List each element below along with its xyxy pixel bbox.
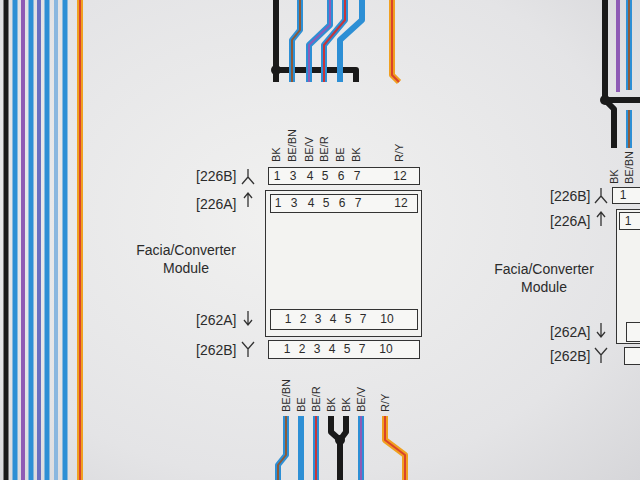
connector-label: [262A] [550, 324, 590, 340]
pin-number: 3 [315, 310, 322, 329]
wire-color-code: BK [269, 147, 283, 162]
pin-number: 1 [284, 341, 291, 358]
module-label: Facia/Converter Module [121, 241, 251, 277]
connector-label: [262B] [550, 348, 590, 364]
pin-number: 5 [345, 310, 352, 329]
wire-color-code: R/Y [392, 144, 406, 162]
pin-number: 5 [322, 168, 329, 184]
pin-number: 1 [285, 310, 292, 329]
pin-number: 7 [354, 168, 361, 184]
pin-number: 5 [344, 341, 351, 358]
wire-color-code: BE/BN [285, 129, 299, 162]
connector-pin-row: [226A]13456712 [270, 194, 418, 213]
wire-color-code: BE/R [309, 386, 323, 412]
wire-color-code: R/Y [378, 394, 392, 412]
pin-number: 12 [393, 168, 406, 184]
pin-number: 1 [274, 168, 281, 184]
connector-pin-row: [226A]1 [619, 212, 640, 230]
pin-number: 4 [308, 195, 315, 212]
connector-label: [226B] [550, 188, 590, 204]
pin-number: 7 [360, 310, 367, 329]
connector-label: [226B] [196, 168, 236, 184]
wire-color-code: BE/R [317, 136, 331, 162]
pin-number: 3 [314, 341, 321, 358]
wire-color-code: BE/V [354, 387, 368, 412]
wire-color-code: BK [324, 397, 338, 412]
pin-number: 1 [620, 188, 627, 203]
connector-pin-row: [226B]1 [612, 187, 640, 204]
pin-number: 4 [330, 310, 337, 329]
wire-color-code: BK [607, 169, 621, 184]
pin-number: 4 [307, 168, 314, 184]
wire-color-code: BE/V [302, 137, 316, 162]
connector-label: [262B] [196, 342, 236, 358]
wire-color-code: BE [294, 397, 308, 412]
connector-pin-row: [262A] [626, 322, 640, 342]
pin-number: 2 [299, 341, 306, 358]
connector-label: [262A] [196, 312, 236, 328]
wire-color-code: BK [339, 397, 353, 412]
pin-number: 7 [355, 195, 362, 212]
connector-pin-row: [262B]12345710 [268, 340, 420, 359]
wire-color-code: BE/BN [622, 151, 636, 184]
pin-number: 2 [300, 310, 307, 329]
module-label: Facia/Converter Module [489, 260, 599, 296]
pin-number: 10 [379, 341, 392, 358]
pin-number: 3 [291, 195, 298, 212]
wire-color-code: BE/BN [279, 379, 293, 412]
module-box: Facia/Converter Module[226A]1[262A] [616, 209, 640, 344]
pin-number: 1 [275, 195, 282, 212]
connector-pin-row: [262A]12345710 [270, 309, 418, 330]
connector-label: [226A] [196, 196, 236, 212]
pin-number: 5 [323, 195, 330, 212]
connector-pin-row: [262B] [624, 347, 640, 365]
connector-pin-row: [226B]13456712 [268, 167, 420, 185]
wire-color-code: BE [333, 147, 347, 162]
pin-number: 7 [359, 341, 366, 358]
pin-number: 10 [380, 310, 393, 329]
module-box: Facia/Converter Module[226A]13456712[262… [265, 190, 422, 337]
pin-number: 4 [329, 341, 336, 358]
pin-number: 6 [339, 195, 346, 212]
pin-number: 3 [290, 168, 297, 184]
pin-number: 6 [338, 168, 345, 184]
wire-color-code: BK [349, 147, 363, 162]
pin-number: 12 [394, 195, 407, 212]
connector-label: [226A] [550, 213, 590, 229]
pin-number: 1 [625, 213, 632, 229]
